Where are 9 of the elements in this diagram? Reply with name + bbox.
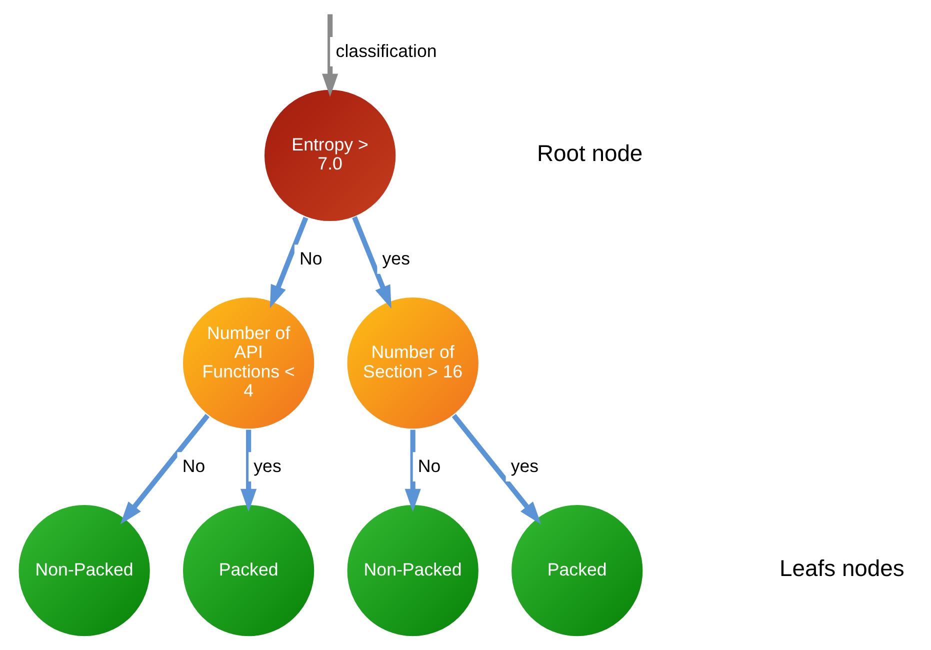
edge-label: yes: [510, 456, 538, 476]
edge-label: yes: [253, 456, 281, 476]
label: Root node: [536, 140, 642, 166]
edge-label: yes: [382, 248, 410, 269]
edge-label: No: [417, 456, 440, 476]
edge-label: classification: [335, 41, 436, 62]
label: Leafs nodes: [779, 555, 904, 582]
edge-label: No: [299, 248, 322, 269]
edge-label: No: [182, 456, 205, 476]
